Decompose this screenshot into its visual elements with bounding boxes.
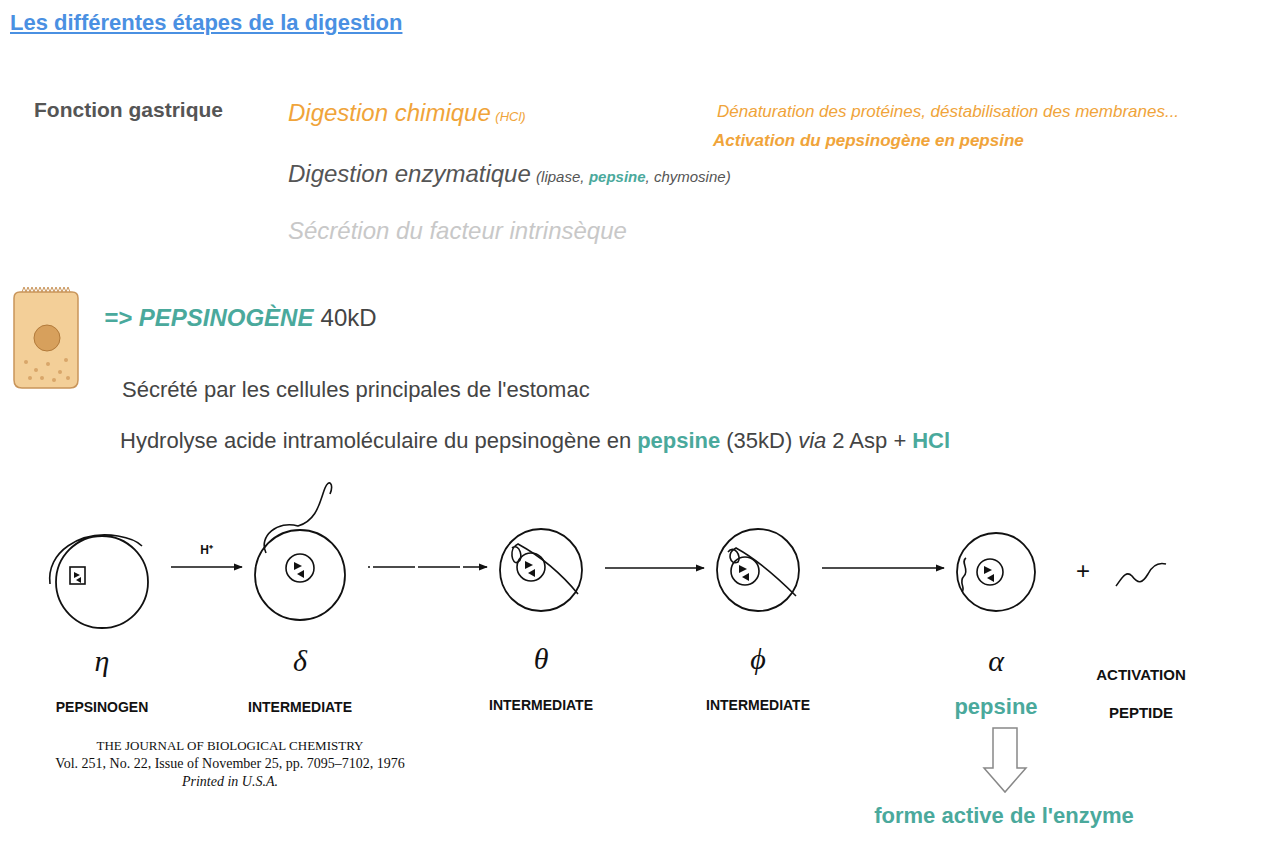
state-symbol: η [12, 644, 192, 678]
state-symbol: θ [451, 642, 631, 676]
text-line: + [1076, 557, 1090, 585]
text-line: Vol. 251, No. 22, Issue of November 25, … [55, 756, 404, 772]
text-line: Hydrolyse acide intramoléculaire du peps… [120, 428, 950, 454]
citation: Vol. 251, No. 22, Issue of November 25, … [55, 756, 404, 772]
body-text: via [798, 428, 826, 454]
text-line: Dénaturation des protéines, déstabilisat… [717, 102, 1179, 122]
text-line: Sécrétion du facteur intrinsèque [288, 217, 627, 245]
enzyme-name: pepsine [637, 428, 720, 454]
enzyme-heading: => PEPSINOGÈNE [104, 304, 313, 332]
result-label: forme active de l'enzyme [874, 803, 1134, 829]
note: , chymosine) [646, 168, 731, 185]
note: Activation du pepsinogène en pepsine [713, 131, 1024, 151]
circle-outline [55, 535, 149, 629]
reaction-arrow [605, 567, 704, 569]
protein-circle [55, 535, 149, 629]
protein-circle [716, 528, 800, 612]
state-name: INTERMEDIATE [451, 697, 631, 713]
reaction-arrow [368, 566, 487, 568]
circle-outline [499, 528, 583, 612]
state-symbol: α [906, 644, 1086, 678]
protein-node: δINTERMEDIATE [210, 529, 390, 729]
citation: THE JOURNAL OF BIOLOGICAL CHEMISTRY [97, 738, 364, 754]
reaction-arrow [171, 566, 242, 568]
text-line: Activation du pepsinogène en pepsine [713, 131, 1024, 151]
text-line: => PEPSINOGÈNE 40kD [104, 304, 377, 332]
protein-node: θINTERMEDIATE [451, 528, 631, 727]
text-line: THE JOURNAL OF BIOLOGICAL CHEMISTRY [97, 738, 364, 754]
enzyme-name: pepsine [589, 168, 646, 185]
text-line: Fonction gastrique [34, 98, 223, 122]
state-symbol: ϕ [668, 642, 848, 676]
protein-circle [254, 529, 346, 621]
hollow-arrow [984, 728, 1026, 792]
circle-outline [254, 529, 346, 621]
note: (HCl) [495, 109, 525, 124]
text-line: Digestion enzymatique (lipase, pepsine, ch… [288, 160, 731, 188]
plus-sign: + [1076, 557, 1090, 585]
reagent-name: HCl [912, 428, 950, 454]
text-line: Digestion chimique (HCl) [288, 99, 526, 127]
chief-cell-icon [14, 287, 78, 388]
section-heading: Fonction gastrique [34, 98, 223, 122]
slide-title: Les différentes étapes de la digestion [10, 10, 402, 36]
protein-circle [499, 528, 583, 612]
note: (lipase, [536, 168, 584, 185]
protein-node: ηPEPSINOGEN [12, 535, 192, 729]
step-label-disabled: Sécrétion du facteur intrinsèque [288, 217, 627, 245]
state-name: INTERMEDIATE [668, 697, 848, 713]
step-label: Digestion chimique [288, 99, 491, 127]
body-text: Hydrolyse acide intramoléculaire du peps… [120, 428, 631, 454]
circle-outline [716, 528, 800, 612]
part-label: ACTIVATION PEPTIDE [1085, 656, 1197, 732]
mass-value: (35kD) [726, 428, 792, 454]
arrow-label: H⁺ [198, 541, 215, 558]
citation: Printed in U.S.A. [182, 774, 278, 790]
mass-value: 40kD [321, 304, 377, 332]
state-name: PEPSINOGEN [12, 699, 192, 715]
state-name: INTERMEDIATE [210, 699, 390, 715]
step-label: Digestion enzymatique [288, 160, 531, 188]
protein-node: ϕINTERMEDIATE [668, 528, 848, 727]
circle-outline [956, 532, 1036, 612]
protein-details [50, 483, 1166, 596]
protein-circle [956, 532, 1036, 612]
reaction-arrow [822, 567, 944, 569]
note: Dénaturation des protéines, déstabilisat… [717, 102, 1179, 122]
body-text: 2 Asp + [832, 428, 906, 454]
body-text: Sécrété par les cellules principales de … [122, 377, 590, 403]
state-symbol: δ [210, 644, 390, 678]
text-line: forme active de l'enzyme [874, 803, 1134, 829]
protein-node: α pepsine [906, 532, 1086, 724]
state-name: pepsine [906, 694, 1086, 720]
text-line: Printed in U.S.A. [182, 774, 278, 790]
text-line: Sécrété par les cellules principales de … [122, 377, 590, 403]
